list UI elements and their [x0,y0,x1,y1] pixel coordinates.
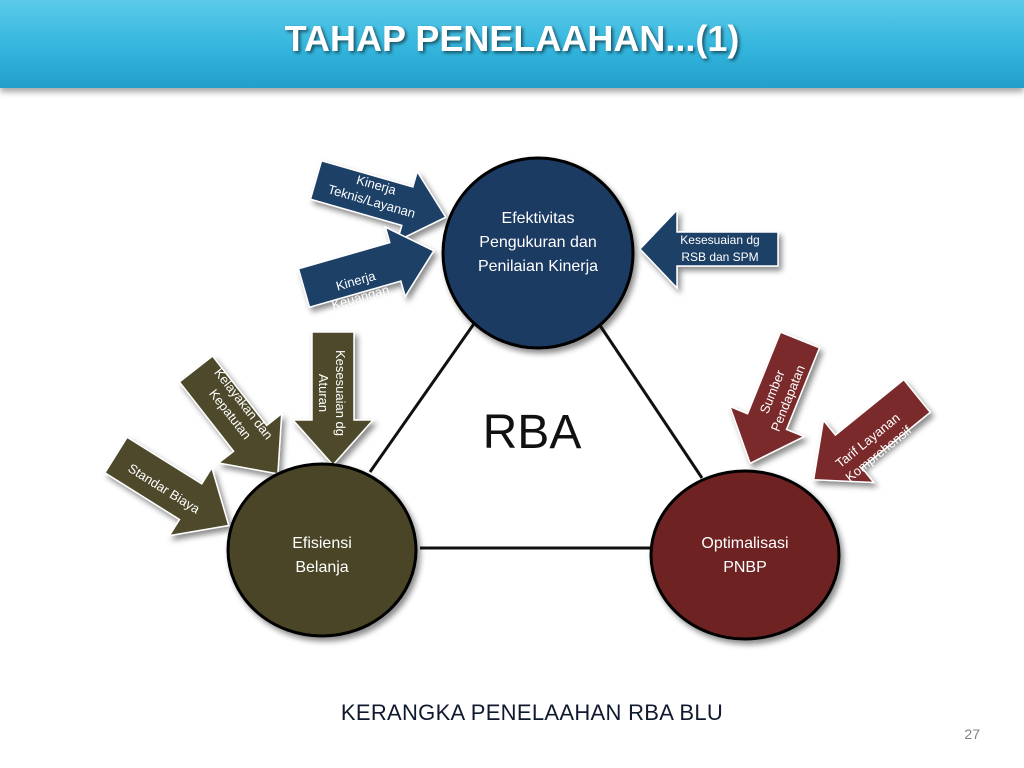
node-optimalisasi [649,469,841,641]
page-number: 27 [964,726,980,742]
rba-center-label: RBA [482,406,582,459]
arrow-kelayakan [178,355,283,475]
title-bar: TAHAP PENELAAHAN...(1) [0,0,1024,88]
node-efektivitas [441,156,635,350]
slide-title: TAHAP PENELAAHAN...(1) [284,18,740,59]
connector-top-left [368,317,480,473]
arrow-sumber-pendapatan [728,331,821,465]
arrow-kesesuaian-rsb [638,208,779,290]
arrow-standar-biaya [103,436,230,537]
connector-top-right [593,317,704,479]
arrow-tarif-layanan [812,378,932,484]
arrow-kesesuaian-aturan-label: Kesesuaian dg Aturan [316,349,348,436]
node-efisiensi [226,462,418,638]
arrow-kesesuaian-rsb-label: Kesesuaian dg RSB dan SPM [680,233,760,264]
arrow-kinerja-teknis [309,159,447,243]
node-efektivitas-label: Efektivitas Pengukuran dan Penilaian Kin… [477,210,599,275]
node-optimalisasi-label: Optimalisasi PNBP [701,535,789,576]
arrow-kinerja-keuangan [297,225,435,309]
node-efisiensi-label: Efisiensi Belanja [292,535,352,576]
arrow-kesesuaian-aturan [291,331,375,467]
diagram-caption: KERANGKA PENELAAHAN RBA BLU [340,700,724,725]
